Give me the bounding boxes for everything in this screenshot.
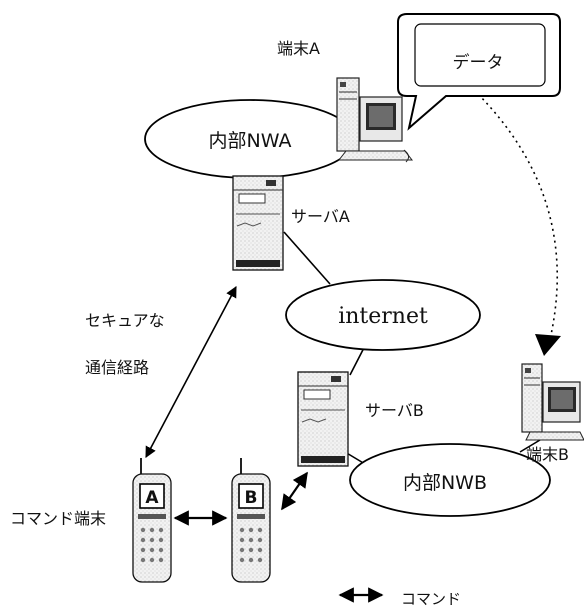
link-server-a-internet [283,231,331,285]
internal-nwb-label: 内部NWB [403,472,487,494]
phone-a-device [132,458,172,583]
secure-path-arrow [145,286,237,458]
data-flow-dotted-arrow [473,89,558,349]
phone-b-device [231,458,271,583]
server-a-machine [232,175,284,271]
data-bubble-label: データ [453,52,504,73]
internet-label: internet [338,304,428,329]
server-a-label: サーバA [291,207,350,226]
command-terminal-label: コマンド端末 [10,509,106,528]
internal-nwa-label: 内部NWA [209,130,292,152]
data-bubble-inner-box [414,23,546,87]
secure-path-label-line1: セキュアな [85,311,165,330]
legend-command-label: コマンド [401,590,461,608]
terminal-a-label: 端末A [277,39,320,58]
terminal-a-computer [336,77,414,163]
phone-b-letter: B [245,488,258,508]
phone-a-letter: A [145,488,159,508]
server-b-machine [297,371,349,467]
data-flow-arrowhead [535,334,561,356]
server-b-label: サーバB [365,401,424,420]
internet-ellipse [285,279,481,351]
terminal-b-label: 端末B [526,445,569,464]
link-nwb-terminal-b [519,439,541,453]
internal-nwb-ellipse [349,443,551,517]
terminal-b-computer [521,363,584,441]
command-arrow-b-serverb [281,471,308,511]
secure-path-label-line2: 通信経路 [85,358,149,377]
